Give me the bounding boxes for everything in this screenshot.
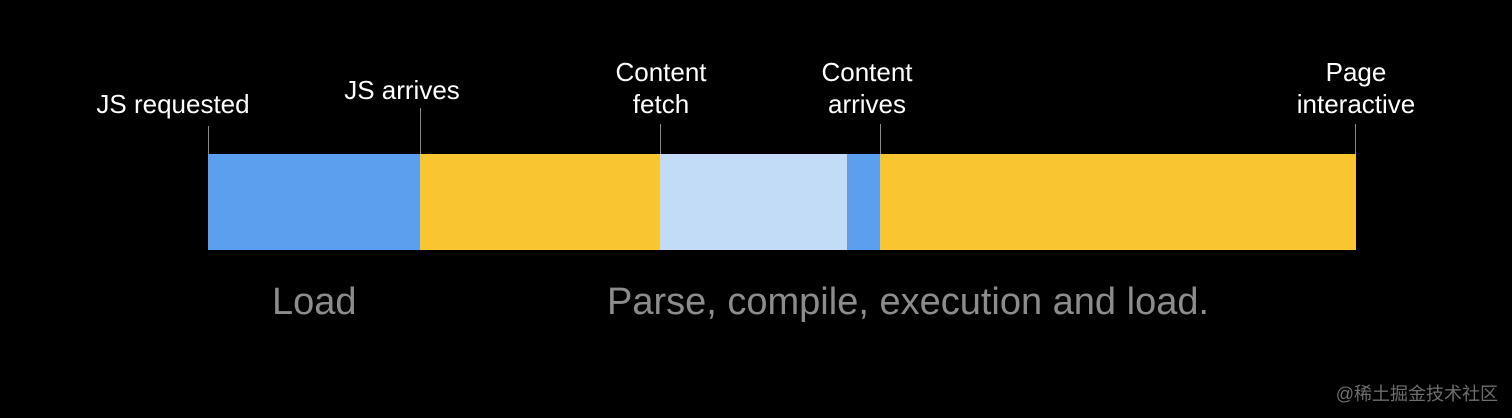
tick-content-arrives <box>880 124 881 154</box>
marker-label-content-arrives: Content arrives <box>821 57 913 119</box>
marker-label-page-interactive: Page interactive <box>1296 57 1416 119</box>
watermark: @稀土掘金技术社区 <box>1335 384 1498 404</box>
marker-label-js-requested: JS requested <box>96 89 250 119</box>
tick-js-requested <box>208 126 209 154</box>
segment-content-network <box>660 154 847 250</box>
tick-page-interactive <box>1355 124 1356 154</box>
segment-content-load <box>847 154 880 250</box>
segment-js-parse <box>420 154 660 250</box>
segment-content-parse <box>880 154 1356 250</box>
phase-label-load: Load <box>272 281 357 323</box>
segment-load <box>208 154 420 250</box>
tick-js-arrives <box>420 108 421 154</box>
marker-label-content-fetch: Content fetch <box>615 57 707 119</box>
marker-label-js-arrives: JS arrives <box>344 75 460 105</box>
phase-label-parse: Parse, compile, execution and load. <box>607 281 1210 323</box>
tick-content-fetch <box>660 124 661 154</box>
